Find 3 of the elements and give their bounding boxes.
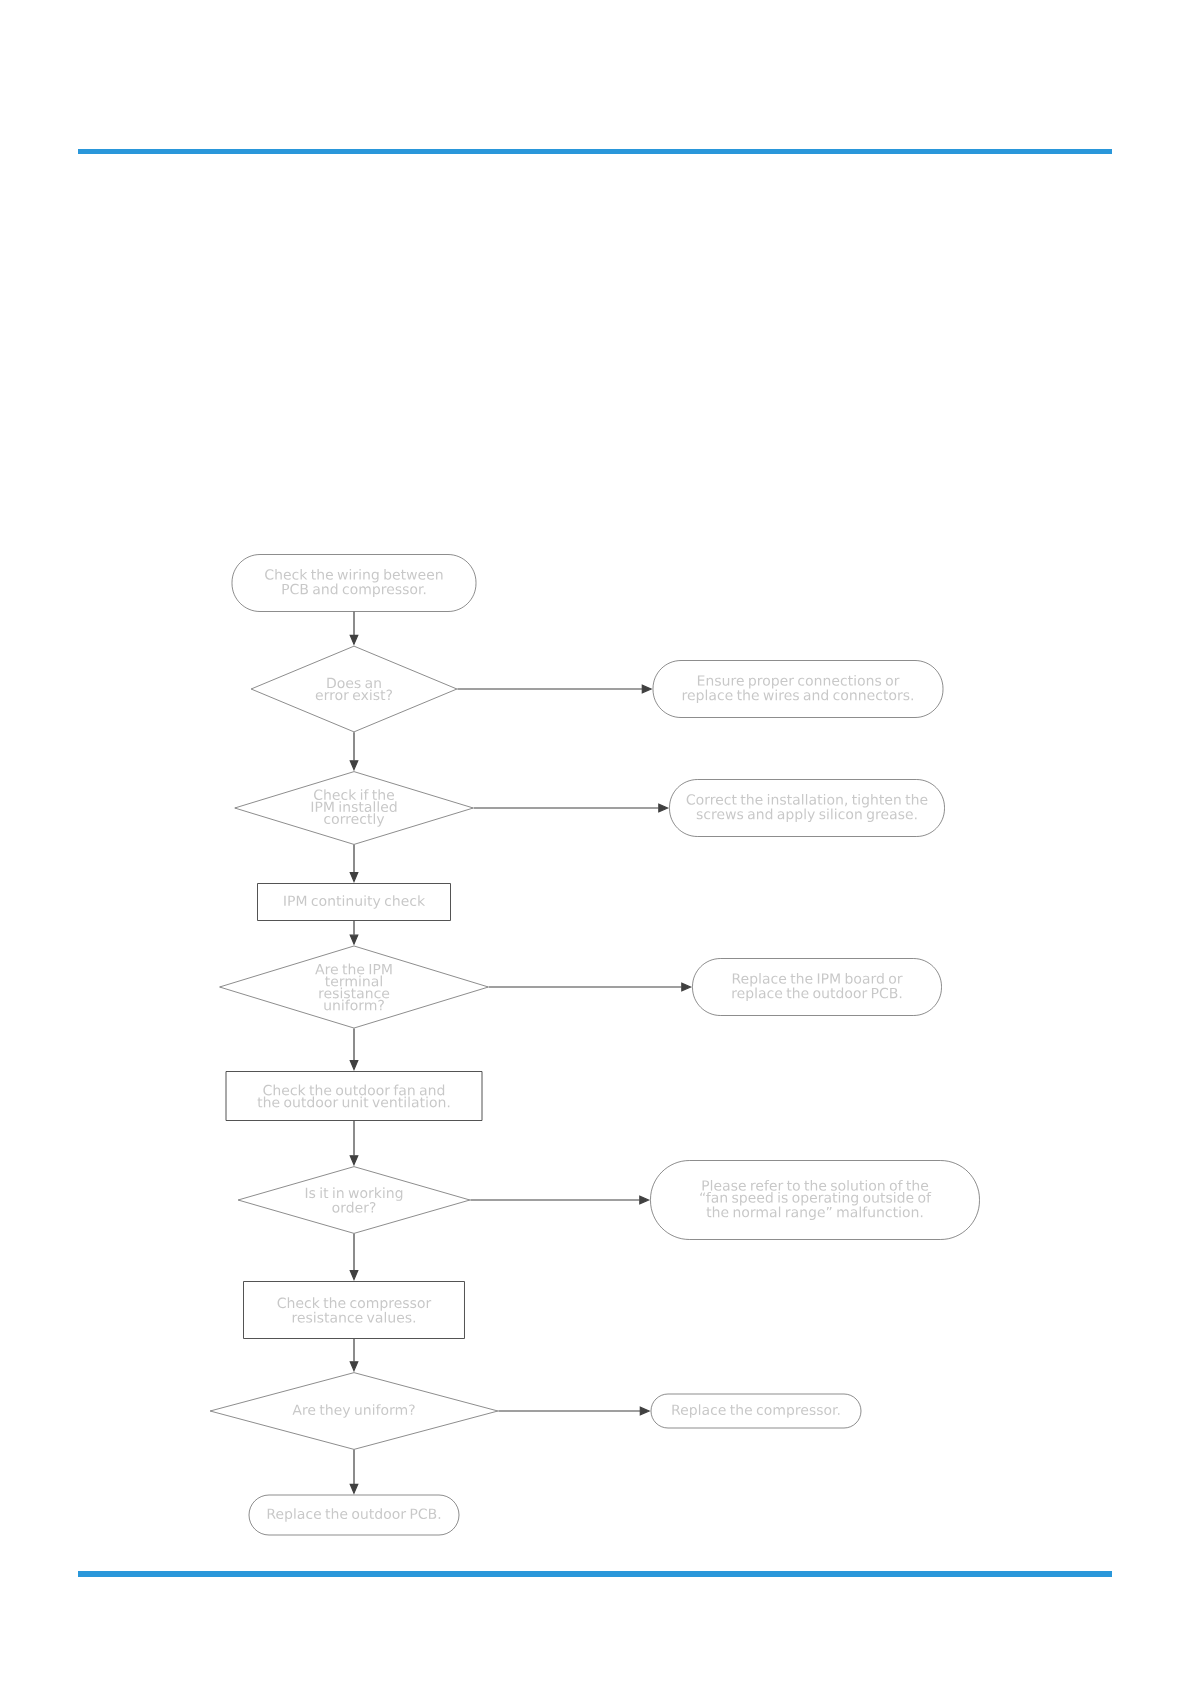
arrow: [349, 1233, 359, 1281]
arrow: [349, 1027, 359, 1071]
arrow: [349, 844, 359, 883]
